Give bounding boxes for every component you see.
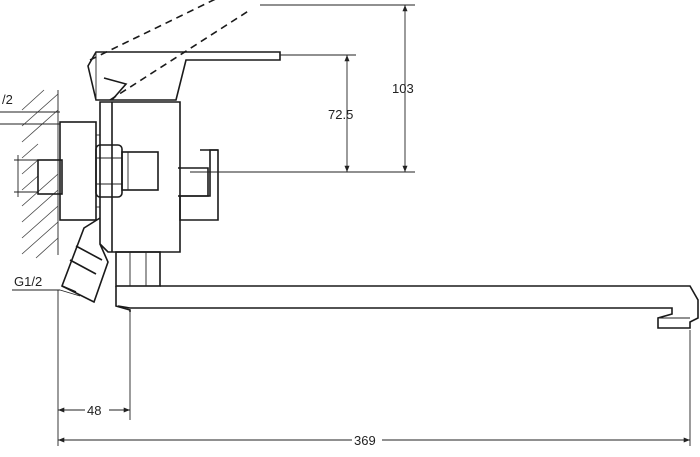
dimension-103: 103 <box>190 4 415 173</box>
dimension-72-5: 72.5 <box>280 54 356 172</box>
spout <box>115 251 699 329</box>
thread-label-top: /2 <box>2 92 13 107</box>
diverter-knob <box>179 149 219 221</box>
dimension-48: 48 <box>57 290 131 446</box>
dimension-369-label: 369 <box>354 433 376 448</box>
lever-handle <box>87 0 281 101</box>
thread-label-bottom-group: G1/2 <box>12 274 81 297</box>
dimension-369: 369 <box>58 330 691 448</box>
dimension-48-label: 48 <box>87 403 101 418</box>
hex-nut <box>95 144 159 198</box>
dimension-103-label: 103 <box>392 81 414 96</box>
wall-connector <box>0 111 100 221</box>
thread-label-bottom: G1/2 <box>14 274 42 289</box>
faucet-body <box>99 101 209 253</box>
shower-outlet <box>60 217 109 304</box>
wall-hatching <box>21 89 59 259</box>
dimension-72-5-label: 72.5 <box>328 107 353 122</box>
